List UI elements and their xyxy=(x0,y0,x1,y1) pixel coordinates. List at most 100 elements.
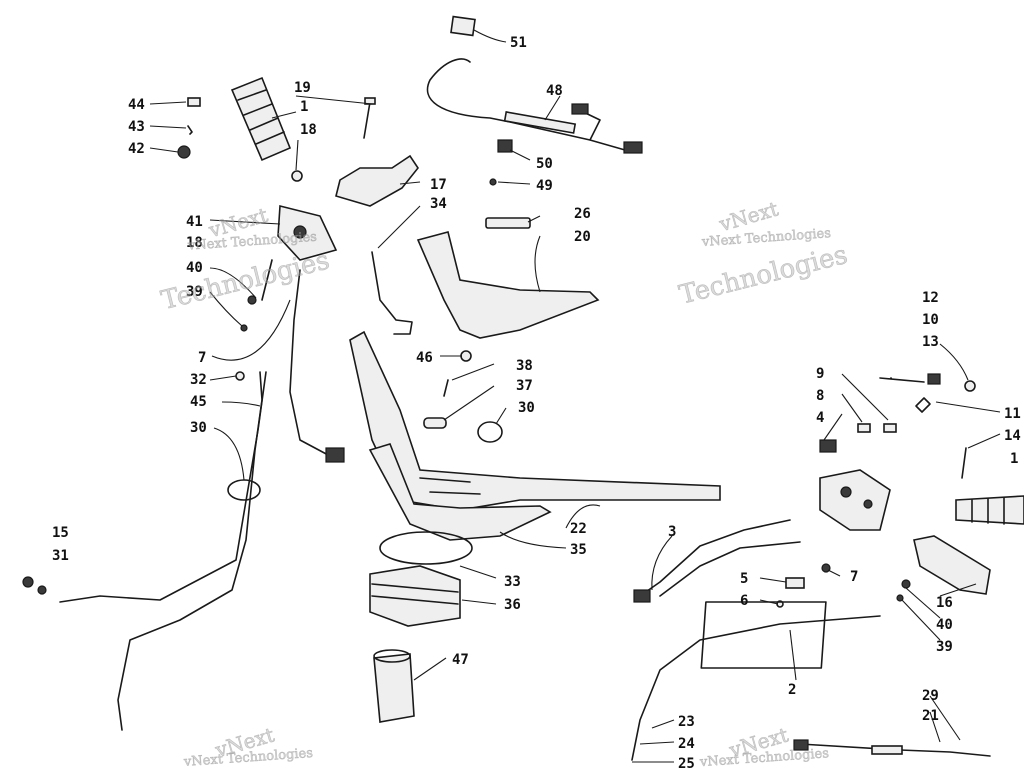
part-right-housing xyxy=(819,469,891,531)
callout-47: 47 xyxy=(452,652,469,668)
callout-48: 48 xyxy=(546,83,563,99)
part-26-plate xyxy=(485,217,531,229)
part-3-connector xyxy=(633,589,651,603)
part-3-wire xyxy=(639,519,801,597)
callout-8: 8 xyxy=(816,388,824,404)
callout-51: 51 xyxy=(510,35,527,51)
part-40-right xyxy=(901,579,911,589)
part-47-cup xyxy=(373,653,415,723)
part-49-screw xyxy=(489,178,497,186)
callout-12: 12 xyxy=(922,290,939,306)
callout-31: 31 xyxy=(52,548,69,564)
part-2-bracket xyxy=(700,601,827,669)
callout-33: 33 xyxy=(504,574,521,590)
callout-49: 49 xyxy=(536,178,553,194)
callout-30-left: 30 xyxy=(190,420,207,436)
part-11-spring xyxy=(915,397,931,413)
callout-36: 36 xyxy=(504,597,521,613)
part-14-bolt xyxy=(961,447,967,479)
callout-2: 2 xyxy=(788,682,796,698)
callout-35: 35 xyxy=(570,542,587,558)
part-12-bolt xyxy=(879,377,925,383)
part-cable-end-left xyxy=(325,447,345,463)
part-51-label xyxy=(450,15,476,37)
part-43 xyxy=(187,125,193,135)
part-31 xyxy=(37,585,47,595)
callout-46: 46 xyxy=(416,350,433,366)
callout-13: 13 xyxy=(922,334,939,350)
watermark-right-big: Technologies xyxy=(676,240,850,311)
callout-3: 3 xyxy=(668,524,676,540)
part-46-nut xyxy=(460,350,472,362)
callout-6: 6 xyxy=(740,593,748,609)
callout-38: 38 xyxy=(516,358,533,374)
part-30-ring-right xyxy=(477,421,503,443)
callout-20: 20 xyxy=(574,229,591,245)
callout-34: 34 xyxy=(430,196,447,212)
part-15 xyxy=(22,576,34,588)
callout-42: 42 xyxy=(128,141,145,157)
callout-7-right: 7 xyxy=(850,569,858,585)
callouts: 51 48 19 1 44 43 42 18 50 49 17 34 26 20… xyxy=(52,35,1021,768)
callout-23: 23 xyxy=(678,714,695,730)
callout-1-left: 1 xyxy=(300,99,308,115)
part-50-switch xyxy=(497,139,513,153)
part-42 xyxy=(177,145,191,159)
callout-30-right: 30 xyxy=(518,400,535,416)
callout-39-left: 39 xyxy=(186,284,203,300)
part-33-strap xyxy=(379,531,473,565)
callout-16: 16 xyxy=(936,595,953,611)
callout-14: 14 xyxy=(1004,428,1021,444)
part-48-sleeve xyxy=(503,111,577,134)
part-36-pad xyxy=(369,565,461,627)
callout-19: 19 xyxy=(294,80,311,96)
callout-26: 26 xyxy=(574,206,591,222)
callout-17: 17 xyxy=(430,177,447,193)
watermark-right-mid: vNext Technologies xyxy=(701,226,832,250)
part-4 xyxy=(819,439,837,453)
part-48-harness xyxy=(426,58,626,151)
callout-40-left: 40 xyxy=(186,260,203,276)
part-17-bracket xyxy=(335,154,419,207)
callout-22: 22 xyxy=(570,521,587,537)
callout-40-right: 40 xyxy=(936,617,953,633)
part-20-pad xyxy=(416,231,600,339)
callout-29: 29 xyxy=(922,688,939,704)
part-41-housing xyxy=(277,204,338,261)
part-16-lever xyxy=(913,535,991,595)
callout-15: 15 xyxy=(52,525,69,541)
part-44 xyxy=(187,97,201,107)
callout-9: 9 xyxy=(816,366,824,382)
part-5 xyxy=(785,577,805,589)
callout-50: 50 xyxy=(536,156,553,172)
part-8 xyxy=(857,423,871,433)
callout-18-mid: 18 xyxy=(186,235,203,251)
callout-41: 41 xyxy=(186,214,203,230)
callout-21: 21 xyxy=(922,708,939,724)
part-48-connector-a xyxy=(571,103,589,115)
callout-5: 5 xyxy=(740,571,748,587)
part-1-grip-left xyxy=(230,76,292,162)
part-48-connector-b xyxy=(623,141,643,154)
callout-37: 37 xyxy=(516,378,533,394)
part-10 xyxy=(927,373,941,385)
part-13 xyxy=(964,380,976,392)
part-40-left xyxy=(247,295,257,305)
part-7-cable xyxy=(289,269,331,457)
part-38-screw xyxy=(443,379,449,397)
part-30-ring-left xyxy=(227,479,261,501)
callout-7-left: 7 xyxy=(198,350,206,366)
callout-25: 25 xyxy=(678,756,695,768)
callout-32: 32 xyxy=(190,372,207,388)
callout-10: 10 xyxy=(922,312,939,328)
part-9 xyxy=(883,423,897,433)
callout-1-right: 1 xyxy=(1010,451,1018,467)
part-39-left xyxy=(240,324,248,332)
part-18-washer xyxy=(291,170,303,182)
part-32 xyxy=(235,371,245,381)
callout-11: 11 xyxy=(1004,406,1021,422)
part-39-right xyxy=(896,594,904,602)
part-19-bolt xyxy=(363,101,371,139)
part-2-cable xyxy=(631,615,881,761)
